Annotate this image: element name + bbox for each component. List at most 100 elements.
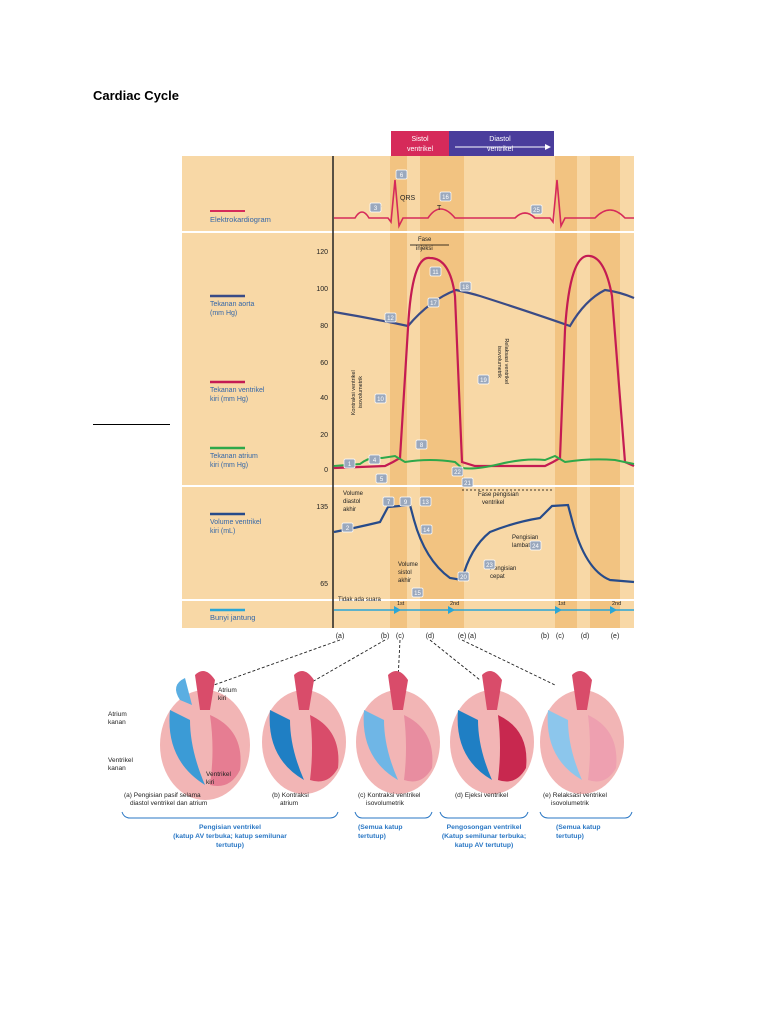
- ecg-t-label: T: [437, 205, 442, 212]
- badge-13: 13: [419, 496, 432, 507]
- caption-a-2: diastol ventrikel dan atrium: [130, 800, 207, 807]
- heart-diagram-a: [160, 671, 250, 800]
- label-ventrikel-kanan-2: kanan: [108, 765, 126, 772]
- svg-text:15: 15: [414, 591, 421, 597]
- ventricular-volume-curve: [333, 503, 635, 584]
- phase-letter-7: (b): [541, 633, 550, 640]
- rapid-fill-label-1: Pengisian: [490, 566, 516, 572]
- sound-2nd-a: 2nd: [450, 601, 459, 607]
- badge-4: 4: [368, 454, 381, 465]
- svg-text:Pengisian cepat: Pengisian cepat: [490, 566, 518, 580]
- sound-2nd-b: 2nd: [612, 601, 621, 607]
- svg-text:10: 10: [377, 397, 384, 403]
- ejection-label-1: Fase: [418, 237, 432, 243]
- svg-text:21: 21: [464, 481, 471, 487]
- pressure-tick-120: 120: [316, 249, 328, 256]
- badge-15: 15: [411, 587, 424, 598]
- svg-text:Kontraksi ventrikel isovol: Kontraksi ventrikel isovolumetrik: [351, 369, 364, 415]
- sound-row-label: Bunyi jantung: [210, 613, 255, 622]
- group-emptying-3: katup AV tertutup): [455, 842, 514, 849]
- phase-letter-9: (d): [581, 633, 590, 640]
- aortic-row-label-1: Tekanan aorta: [210, 301, 254, 308]
- svg-text:2: 2: [346, 526, 350, 532]
- caption-a-1: (a) Pengisian pasif selama: [124, 792, 201, 799]
- heart-connectors: [199, 639, 556, 691]
- svg-text:8: 8: [420, 443, 424, 449]
- badge-14: 14: [420, 524, 433, 535]
- volume-tick-135: 135: [316, 504, 328, 511]
- systole-bar: [391, 131, 449, 156]
- label-atrium-kiri-2: kiri: [218, 695, 226, 702]
- slow-fill-label-2: lambat: [512, 543, 530, 549]
- group-emptying-1: Pengosongan ventrikel: [447, 824, 522, 831]
- badge-21: 21: [461, 477, 474, 488]
- svg-text:1: 1: [348, 462, 352, 468]
- svg-text:Pengisian lambat: Pengisian lambat: [512, 535, 540, 549]
- volume-row-label-1: Volume ventrikel: [210, 519, 262, 526]
- esv-label-3: akhir: [398, 578, 411, 584]
- badge-6: 6: [395, 169, 408, 180]
- ecg-row-label: Elektrokardiogram: [210, 215, 271, 224]
- badge-18: 18: [459, 281, 472, 292]
- badge-1: 1: [343, 458, 356, 469]
- no-sound-label: Tidak ada suara: [338, 597, 381, 603]
- svg-text:3: 3: [374, 206, 378, 212]
- group-filling-1: Pengisian ventrikel: [199, 824, 261, 831]
- phase-letter-4: (d): [426, 633, 435, 640]
- systole-label-1: Sistol: [411, 136, 429, 143]
- ventricular-row-label-1: Tekanan ventrikel: [210, 387, 265, 394]
- iso-relaxation-label-2: isovolumetrik: [496, 346, 502, 378]
- atrial-row-label-1: Tekanan atrium: [210, 453, 258, 460]
- label-ventrikel-kanan-1: Ventrikel: [108, 757, 133, 764]
- diastole-label-2: ventrikel: [487, 146, 514, 153]
- svg-text:20: 20: [460, 575, 467, 581]
- group-closed2-2: tertutup): [556, 833, 584, 840]
- heart-diagram-d: [450, 671, 534, 794]
- pressure-tick-0: 0: [324, 467, 328, 474]
- heart-diagram-b: [262, 671, 346, 794]
- pressure-tick-80: 80: [320, 323, 328, 330]
- volume-row-label-2: kiri (mL): [210, 528, 235, 535]
- phase-letter-1: (a): [336, 633, 345, 640]
- iso-contraction-label-2: isovolumetrik: [358, 376, 364, 408]
- svg-text:Volume diastol akhir: Volume diastol akhir: [343, 491, 365, 513]
- document-title: Cardiac Cycle: [93, 88, 179, 103]
- filling-label-2: ventrikel: [482, 500, 504, 506]
- group-emptying-2: (Katup semilunar terbuka;: [442, 833, 526, 840]
- label-ventrikel-kiri-2: kiri: [206, 779, 214, 786]
- ejection-label-2: injeksi: [416, 246, 433, 252]
- filling-label-1: Fase pengisian: [478, 492, 519, 498]
- svg-text:25: 25: [533, 208, 540, 214]
- sound-1st-b: 1st: [558, 601, 566, 607]
- phase-letter-8: (c): [556, 633, 564, 640]
- svg-text:19: 19: [480, 378, 487, 384]
- badge-20: 20: [457, 571, 470, 582]
- svg-text:22: 22: [454, 470, 461, 476]
- svg-text:24: 24: [532, 544, 539, 550]
- svg-text:Volume sistol akhir: Volume sistol akhir: [398, 562, 420, 584]
- phase-letters: (a)(b)(c)(d)(e)(a)(b)(c)(d)(e): [336, 633, 620, 640]
- caption-d-1: (d) Ejeksi ventrikel: [455, 792, 509, 799]
- pressure-tick-60: 60: [320, 360, 328, 367]
- iso-contraction-label-1: Kontraksi ventrikel: [351, 370, 357, 415]
- badge-11: 11: [429, 266, 442, 277]
- svg-text:17: 17: [430, 301, 437, 307]
- svg-text:6: 6: [400, 173, 404, 179]
- caption-e-2: isovolumetrik: [551, 800, 590, 807]
- badge-17: 17: [427, 297, 440, 308]
- atrial-pressure-curve: [333, 454, 635, 470]
- caption-b-2: atrium: [280, 800, 298, 807]
- caption-c-2: isovolumetrik: [366, 800, 405, 807]
- sound-1st-a: 1st: [397, 601, 405, 607]
- badge-22: 22: [451, 466, 464, 477]
- svg-text:13: 13: [422, 500, 429, 506]
- caption-c-1: (c) Kontraksi ventrikel: [358, 792, 421, 799]
- pressure-tick-100: 100: [316, 286, 328, 293]
- svg-text:14: 14: [423, 528, 430, 534]
- phase-letter-6: (a): [468, 633, 477, 640]
- caption-e-1: (e) Relaksasi ventrikel: [543, 792, 607, 799]
- label-atrium-kanan-1: Atrium: [108, 711, 127, 718]
- group-closed1-1: (Semua katup: [358, 824, 403, 831]
- diastole-label-1: Diastol: [489, 136, 511, 143]
